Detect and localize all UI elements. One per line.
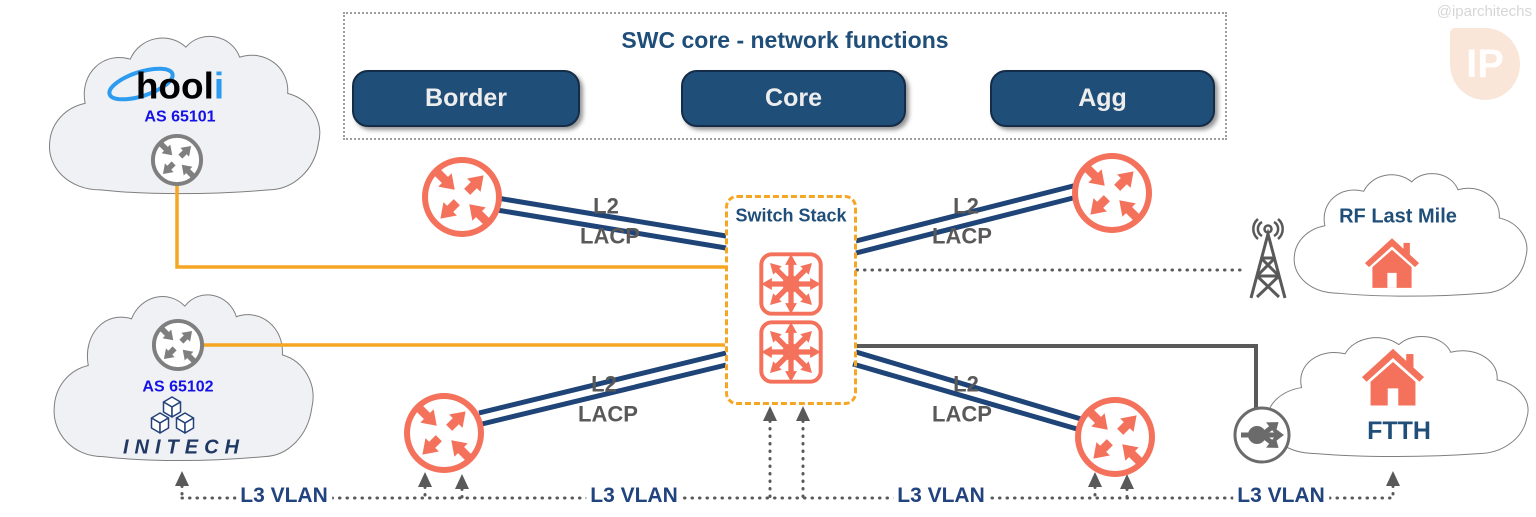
switch-stack-label: Switch Stack (735, 205, 847, 226)
l2-label-lower-right: L2 (953, 371, 979, 397)
router-icon-border (425, 160, 499, 234)
l2-label-upper-left: L2 (593, 193, 619, 219)
watermark-handle: @iparchitechs (1436, 3, 1532, 20)
router-icon-bottom-right (1078, 400, 1152, 474)
ip-logo-text: IP (1466, 41, 1504, 86)
lacp-label-lower-left: LACP (578, 401, 638, 427)
hooli-logo-accent: i (213, 65, 225, 107)
l3-vlan-label-4: L3 VLAN (1233, 484, 1329, 508)
ip-architechs-logo: IP (1450, 28, 1520, 100)
ftth-label: FTTH (1367, 416, 1431, 445)
l3-vlan-label-2: L3 VLAN (586, 484, 682, 508)
hooli-logo: hooli (135, 65, 225, 107)
l3-vlan-label-1: L3 VLAN (236, 484, 332, 508)
hooli-swoosh-icon (107, 66, 175, 102)
swc-core-box (343, 12, 1227, 140)
ftth-feed-line (857, 344, 1258, 409)
hooli-uplink-line (175, 182, 725, 269)
lacp-link-lower-right (852, 349, 1082, 432)
radio-tower-icon (1249, 218, 1287, 299)
hooli-asn-label: AS 65101 (144, 108, 216, 126)
switch-stack-box (725, 195, 857, 405)
lacp-link-upper-right (855, 182, 1078, 256)
l2-label-upper-right: L2 (953, 193, 979, 219)
l3-vlan-dotted-lines (180, 419, 1395, 500)
lacp-link-upper-left (496, 195, 727, 251)
hooli-logo-main: hool (135, 65, 214, 107)
router-icon-agg (1075, 156, 1149, 230)
lacp-label-upper-left: LACP (580, 223, 640, 249)
initech-logo-text: INITECH (123, 436, 245, 459)
l3-vlan-arrowheads (175, 406, 1400, 489)
cloud-router-icon-initech (151, 318, 205, 372)
rf-last-mile-label: RF Last Mile (1339, 205, 1457, 228)
lacp-label-upper-right: LACP (932, 223, 992, 249)
initech-asn-label: AS 65102 (142, 378, 214, 396)
router-icon-bottom-left (407, 396, 481, 470)
l2-label-lower-left: L2 (591, 371, 617, 397)
lacp-link-lower-left (478, 350, 727, 427)
lacp-label-lower-right: LACP (932, 401, 992, 427)
function-pill-core: Core (681, 70, 906, 127)
function-pill-border: Border (352, 70, 580, 127)
swc-core-title: SWC core - network functions (621, 26, 949, 53)
cloud-router-icon-hooli (150, 133, 204, 187)
splitter-icon (1233, 406, 1291, 464)
l3-vlan-label-3: L3 VLAN (893, 484, 989, 508)
function-pill-agg: Agg (990, 70, 1215, 127)
